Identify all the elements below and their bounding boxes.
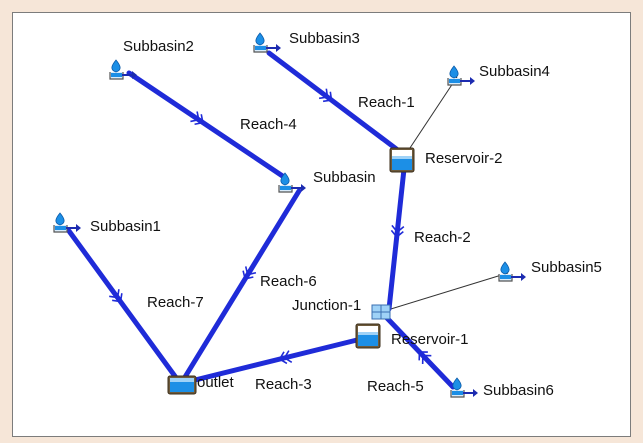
reach-label: Reach-4: [240, 116, 297, 133]
reach-reach-7[interactable]: [66, 228, 180, 382]
reach-label: Reach-2: [414, 229, 471, 246]
subbasin-element-subbasin5[interactable]: [498, 261, 526, 282]
reach-label: Reach-3: [255, 376, 312, 393]
flow-direction-icon: [390, 224, 405, 239]
reach-label: Reach-5: [367, 378, 424, 395]
subbasin-label: Subbasin5: [531, 259, 602, 276]
element-layer: [53, 32, 526, 398]
subbasin-icon: [278, 172, 306, 193]
sink-icon: [167, 375, 197, 395]
reach-label: Reach-7: [147, 294, 204, 311]
reach-reach-4[interactable]: [126, 70, 287, 180]
sink-label: outlet: [197, 374, 235, 391]
reach-reach-3[interactable]: [188, 336, 364, 384]
reservoir-label: Reservoir-1: [391, 331, 469, 348]
flow-direction-icon: [318, 88, 333, 103]
reach-reach-6[interactable]: [182, 188, 302, 380]
subbasin-icon: [253, 32, 281, 53]
flow-direction-icon: [190, 111, 204, 126]
subbasin-icon: [450, 377, 478, 398]
subbasin-label: Subbasin: [313, 169, 376, 186]
subbasin-icon: [498, 261, 526, 282]
junction-icon: [371, 304, 391, 320]
reach-reach-5[interactable]: [383, 314, 456, 390]
reach-reach-1[interactable]: [266, 50, 402, 154]
subbasin-element-subbasin1[interactable]: [53, 212, 81, 233]
junction-element-junction-1[interactable]: [371, 304, 391, 320]
reservoir-label: Reservoir-2: [425, 150, 503, 167]
flow-direction-icon: [242, 266, 257, 280]
flow-direction-icon: [109, 289, 123, 303]
reservoir-icon: [389, 147, 415, 173]
subbasin-label: Subbasin3: [289, 30, 360, 47]
subbasin-label: Subbasin4: [479, 63, 550, 80]
reservoir-icon: [355, 323, 381, 349]
subbasin-element-subbasin3[interactable]: [253, 32, 281, 53]
flow-direction-icon: [278, 350, 293, 365]
subbasin-element-subbasin[interactable]: [278, 172, 306, 193]
subbasin-element-subbasin6[interactable]: [450, 377, 478, 398]
junction-label: Junction-1: [292, 297, 361, 314]
reservoir-element-reservoir-2[interactable]: [389, 147, 415, 173]
subbasin-icon: [53, 212, 81, 233]
subbasin-icon: [109, 59, 137, 80]
connection-layer: [380, 76, 509, 313]
connector-line-sub5-to-junc1: [380, 272, 509, 313]
flow-direction-icon: [418, 351, 432, 365]
sink-element-outlet[interactable]: [167, 375, 197, 395]
subbasin-element-subbasin4[interactable]: [447, 65, 475, 86]
reach-layer: [66, 50, 456, 390]
subbasin-label: Subbasin6: [483, 382, 554, 399]
subbasin-icon: [447, 65, 475, 86]
reservoir-element-reservoir-1[interactable]: [355, 323, 381, 349]
subbasin-element-subbasin2[interactable]: [109, 59, 137, 80]
reach-reach-2[interactable]: [386, 166, 407, 312]
reach-label: Reach-6: [260, 273, 317, 290]
subbasin-label: Subbasin1: [90, 218, 161, 235]
connector-line-sub4-to-res2: [401, 76, 458, 161]
subbasin-label: Subbasin2: [123, 38, 194, 55]
reach-label: Reach-1: [358, 94, 415, 111]
